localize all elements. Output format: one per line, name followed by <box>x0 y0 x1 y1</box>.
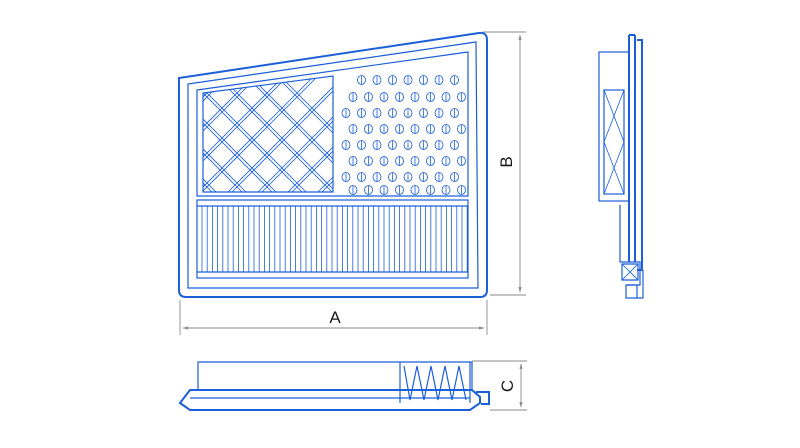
dimension-c: C <box>472 360 527 411</box>
dimension-b-label: B <box>497 156 516 167</box>
dimension-c-label: C <box>498 380 517 392</box>
mesh-area <box>202 75 334 193</box>
perforated-area <box>341 75 466 195</box>
top-panel <box>196 51 469 197</box>
pleated-panel <box>196 199 469 279</box>
front-inner-frame <box>187 41 479 289</box>
side-view <box>598 34 644 299</box>
dimension-a: A <box>179 300 488 335</box>
front-view <box>178 31 488 298</box>
dimension-b: B <box>483 31 526 296</box>
dimension-a-label: A <box>329 308 341 327</box>
front-outer-frame <box>178 31 488 298</box>
bottom-view <box>178 361 490 411</box>
